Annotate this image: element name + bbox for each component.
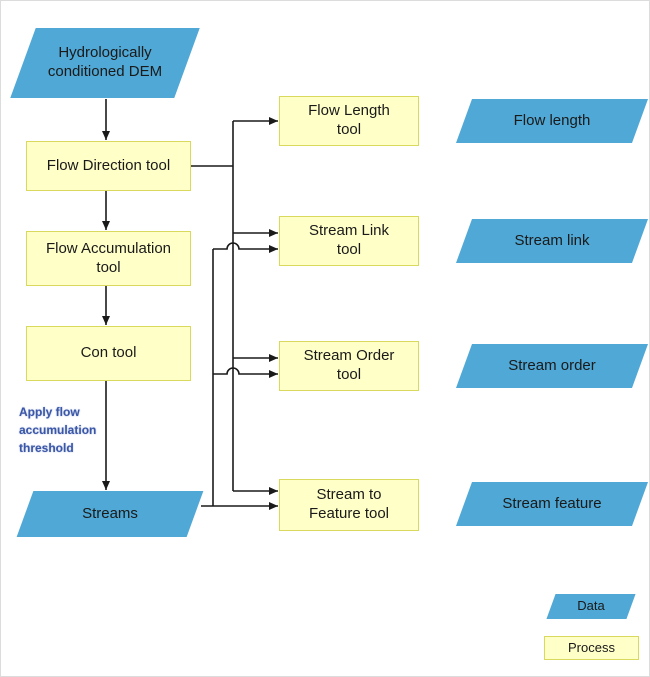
node-label: Stream to Feature tool — [308, 486, 390, 522]
node-label: Streams — [82, 504, 138, 522]
node-hydrologically-conditioned-dem: Hydrologically conditioned DEM — [9, 28, 201, 98]
node-label: Flow Accumulation tool — [45, 239, 172, 276]
legend-process-shape: Process — [544, 636, 639, 660]
node-label: Con tool — [80, 344, 137, 362]
node-stream-order-tool: Stream Order tool — [279, 341, 419, 391]
node-label: Stream feature — [502, 494, 602, 512]
node-flow-direction-tool: Flow Direction tool — [26, 141, 191, 191]
node-flow-length: Flow length — [454, 99, 649, 143]
wire-flow-direction-trunk — [191, 121, 234, 491]
node-label: Stream Order tool — [303, 347, 395, 383]
annotation-apply-flow-accumulation-threshold: Apply flow accumulation threshold — [19, 405, 97, 455]
legend-process-label: Process — [568, 639, 615, 655]
node-flow-accumulation-tool: Flow Accumulation tool — [26, 231, 191, 286]
legend-data-label: Data — [577, 598, 605, 614]
node-con-tool: Con tool — [26, 326, 191, 381]
node-label: Stream link — [514, 231, 590, 249]
node-label: Stream order — [508, 356, 596, 374]
node-label: Flow Direction tool — [46, 156, 171, 174]
node-label: Stream Link tool — [308, 222, 390, 258]
node-stream-to-feature-tool: Stream to Feature tool — [279, 479, 419, 531]
node-label: Flow length — [513, 111, 591, 129]
node-stream-link-tool: Stream Link tool — [279, 216, 419, 266]
legend-data-shape: Data — [541, 594, 641, 619]
node-stream-order: Stream order — [454, 344, 649, 388]
node-stream-link: Stream link — [454, 219, 649, 263]
arrow-streams-to-stream-link-tool — [213, 242, 278, 253]
node-stream-feature: Stream feature — [454, 482, 649, 526]
node-label: Flow Length tool — [308, 102, 390, 138]
node-streams: Streams — [15, 491, 205, 537]
node-flow-length-tool: Flow Length tool — [279, 96, 419, 146]
node-label: Hydrologically conditioned DEM — [47, 44, 163, 80]
arrow-streams-to-stream-order-tool — [213, 367, 278, 378]
